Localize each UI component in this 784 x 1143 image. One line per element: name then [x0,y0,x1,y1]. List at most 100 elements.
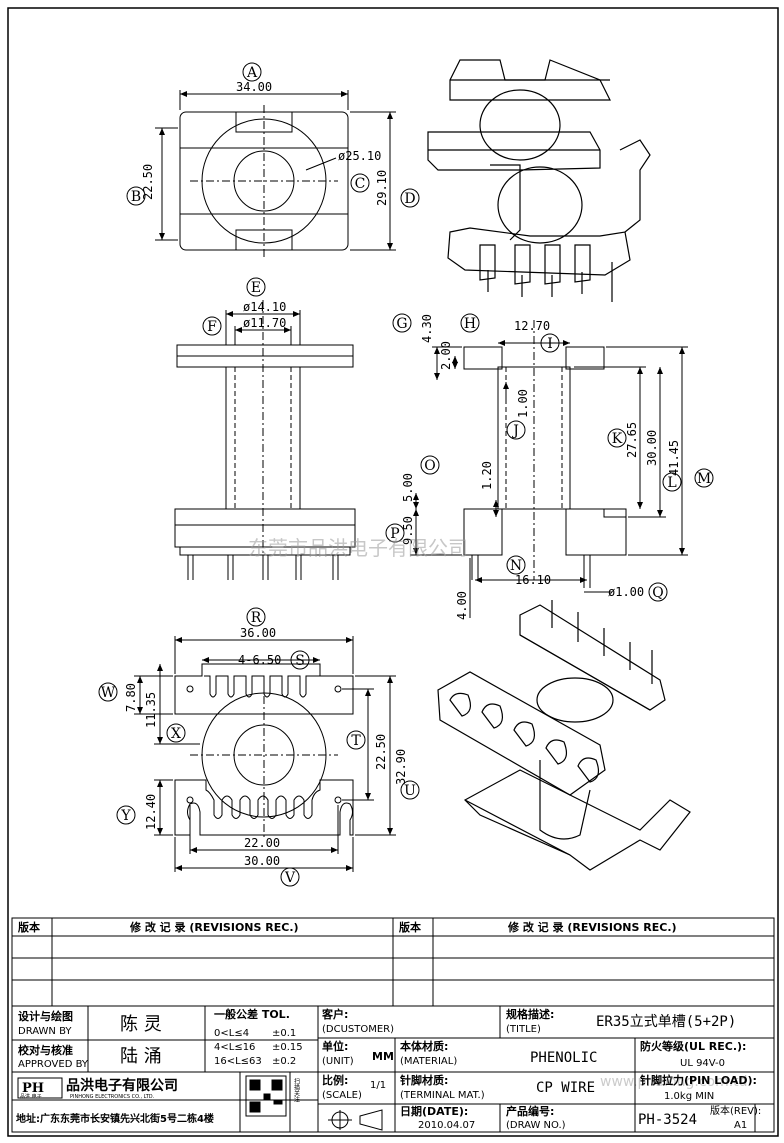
part-title: ER35立式单槽(5+2P) [596,1014,736,1030]
callout-g: G [396,316,407,332]
callout-j: J [511,423,519,439]
tol-range-3: 16<L≤63 [214,1056,262,1067]
dim-x: 11.35 [144,692,158,728]
company-name-en: PINHONG ELECTRONICS CO., LTD. [70,1094,155,1100]
tol-value-2: ±0.15 [272,1042,303,1053]
revisions-table [11,917,775,1007]
title-block [11,1005,775,1133]
tol-range-2: 4<L≤16 [214,1042,255,1053]
dim-o: 5.00 [401,473,415,502]
designer-label-en: DRAWN BY [18,1026,72,1037]
callout-k: K [612,431,623,447]
scale-label-en: (SCALE) [322,1090,362,1101]
designer-name: 陈 灵 [120,1014,162,1035]
callout-b: B [131,189,141,205]
drawno-value: PH-3524 [638,1112,697,1128]
callout-p: P [390,526,399,542]
tolerance-label: 一般公差 TOL. [214,1007,290,1021]
approver-name: 陆 涌 [120,1046,162,1067]
dim-e: ø14.10 [243,300,286,314]
callout-circle-d [400,188,420,208]
dim-j: 1.00 [516,389,530,418]
designer-label: 设计与绘图 [18,1009,73,1023]
dim-q2: 4.00 [455,591,469,620]
callout-r: R [251,610,262,626]
dim-o2: 1.20 [480,461,494,490]
rev-col-ver-right: 版本 [399,920,421,934]
watermark: 东莞市品洪电子有限公司 [248,536,468,560]
callout-circle-u [400,780,420,800]
terminal-value: CP WIRE [536,1080,595,1096]
callout-d: D [404,191,415,207]
side-view [410,320,688,618]
dim-t: 22.50 [374,734,388,770]
terminal-label-en: (TERMINAL MAT.) [400,1090,485,1101]
pinload-label: 针脚拉力(PIN LOAD): [640,1073,757,1087]
dim-r: 36.00 [240,626,276,640]
dim-m: 41.45 [667,440,681,476]
dim-u: 32.90 [394,749,408,785]
material-label-en: (MATERIAL) [400,1056,457,1067]
dim-v1: 22.00 [244,836,280,850]
callout-circle-j [506,420,526,440]
callout-circle-k [607,428,627,448]
dim-k: 27.65 [625,422,639,458]
callout-o: O [424,458,435,474]
terminal-label: 针脚材质: [400,1073,448,1087]
callout-circle-n [506,555,526,575]
callout-circle-p [385,523,405,543]
callout-n: N [510,558,522,574]
callout-y: Y [120,808,131,824]
company-logo: PH [22,1081,44,1096]
callout-circle-f [202,316,222,336]
callout-e: E [251,280,261,296]
dim-y: 12.40 [144,794,158,830]
callout-circle-r [246,607,266,627]
date-label: 日期(DATE): [400,1104,468,1118]
watermark-url: www.pinhong.com.td [600,1074,748,1090]
customer-label-en: (DCUSTOMER) [322,1024,394,1035]
rev-label: 版本(REV): [710,1104,761,1117]
callout-circle-a [242,62,262,82]
callout-circle-g [392,313,412,333]
callout-w: W [101,685,116,701]
dim-i: 12.70 [514,319,550,333]
drawno-label: 产品编号: [506,1104,554,1118]
callout-circle-m [694,468,714,488]
callout-circle-b [126,186,146,206]
ul-value: UL 94V-0 [680,1058,725,1069]
callout-q: Q [652,585,663,601]
tol-value-3: ±0.2 [272,1056,296,1067]
dim-h: 2.00 [439,341,453,370]
dim-w: 7.80 [124,683,138,712]
callout-circle-o [420,455,440,475]
material-label: 本体材质: [400,1039,448,1053]
company-address: 地址:广东东莞市长安镇先兴北街5号二栋4楼 [16,1112,214,1125]
callout-circle-y [116,805,136,825]
callout-t: T [351,733,361,749]
dim-d: 29.10 [375,170,389,206]
rev-col-ver-left: 版本 [18,920,40,934]
callout-circle-x [166,723,186,743]
dim-v: 30.00 [244,854,280,868]
dim-a: 34.00 [236,80,272,94]
rev-col-rec-left: 修 改 记 录 (REVISIONS REC.) [129,920,299,934]
callout-circle-t [346,730,366,750]
rev-col-rec-right: 修 改 记 录 (REVISIONS REC.) [507,920,677,934]
dim-s: 4-6.50 [238,653,281,667]
title-label: 规格描述: [506,1007,554,1021]
callout-u: U [404,783,416,799]
callout-m: M [697,471,711,487]
date-value: 2010.04.07 [418,1120,475,1131]
company-name: 品洪电子有限公司 [66,1077,178,1094]
dim-l: 30.00 [645,430,659,466]
isometric-view-top [427,59,651,302]
callout-l: L [667,475,676,491]
dim-g: 4.30 [420,314,434,343]
callout-f: F [207,319,217,335]
drawno-label-en: (DRAW NO.) [506,1120,566,1131]
scale-value: 1/1 [370,1080,386,1091]
callout-x: X [171,726,181,742]
dim-q: ø1.00 [608,585,644,599]
